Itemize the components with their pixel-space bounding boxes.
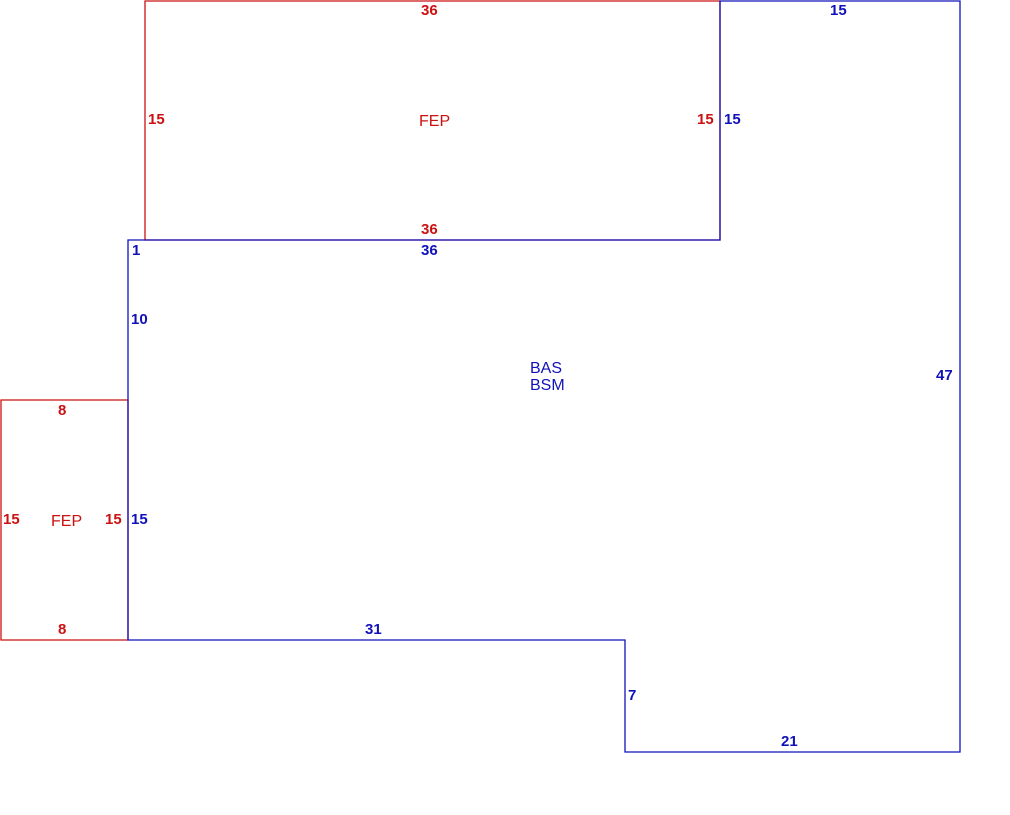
dimension-main-corner-step: 1 (132, 242, 141, 259)
dimension-fep-top-bottom: 36 (421, 221, 438, 238)
area-label-bsm: BSM (530, 377, 565, 394)
area-label-bas: BAS (530, 360, 563, 377)
dimension-main-bottom-right: 21 (781, 733, 798, 750)
area-label-fep-left: FEP (51, 513, 83, 530)
dimension-fep-left-left: 15 (3, 511, 20, 528)
dimension-fep-left-right: 15 (105, 511, 122, 528)
dimension-main-bottom-left: 31 (365, 621, 382, 638)
area-label-fep-top: FEP (419, 113, 451, 130)
dimension-fep-top-top: 36 (421, 2, 438, 19)
dimension-main-top-right-width: 15 (830, 2, 847, 19)
dimension-fep-left-bottom: 8 (58, 621, 67, 638)
dimension-main-upper-right-height: 15 (724, 111, 741, 128)
dimension-fep-top-right: 15 (697, 111, 714, 128)
dimension-fep-top-left: 15 (148, 111, 165, 128)
dimension-main-right-height: 47 (936, 367, 953, 384)
dimension-main-top-width: 36 (421, 242, 438, 259)
dimension-main-left-upper: 10 (131, 311, 148, 328)
main-bas-outline (127, 0, 961, 753)
dimension-main-left-lower: 15 (131, 511, 148, 528)
dimension-main-step-height: 7 (628, 687, 637, 704)
dimension-fep-left-top: 8 (58, 402, 67, 419)
